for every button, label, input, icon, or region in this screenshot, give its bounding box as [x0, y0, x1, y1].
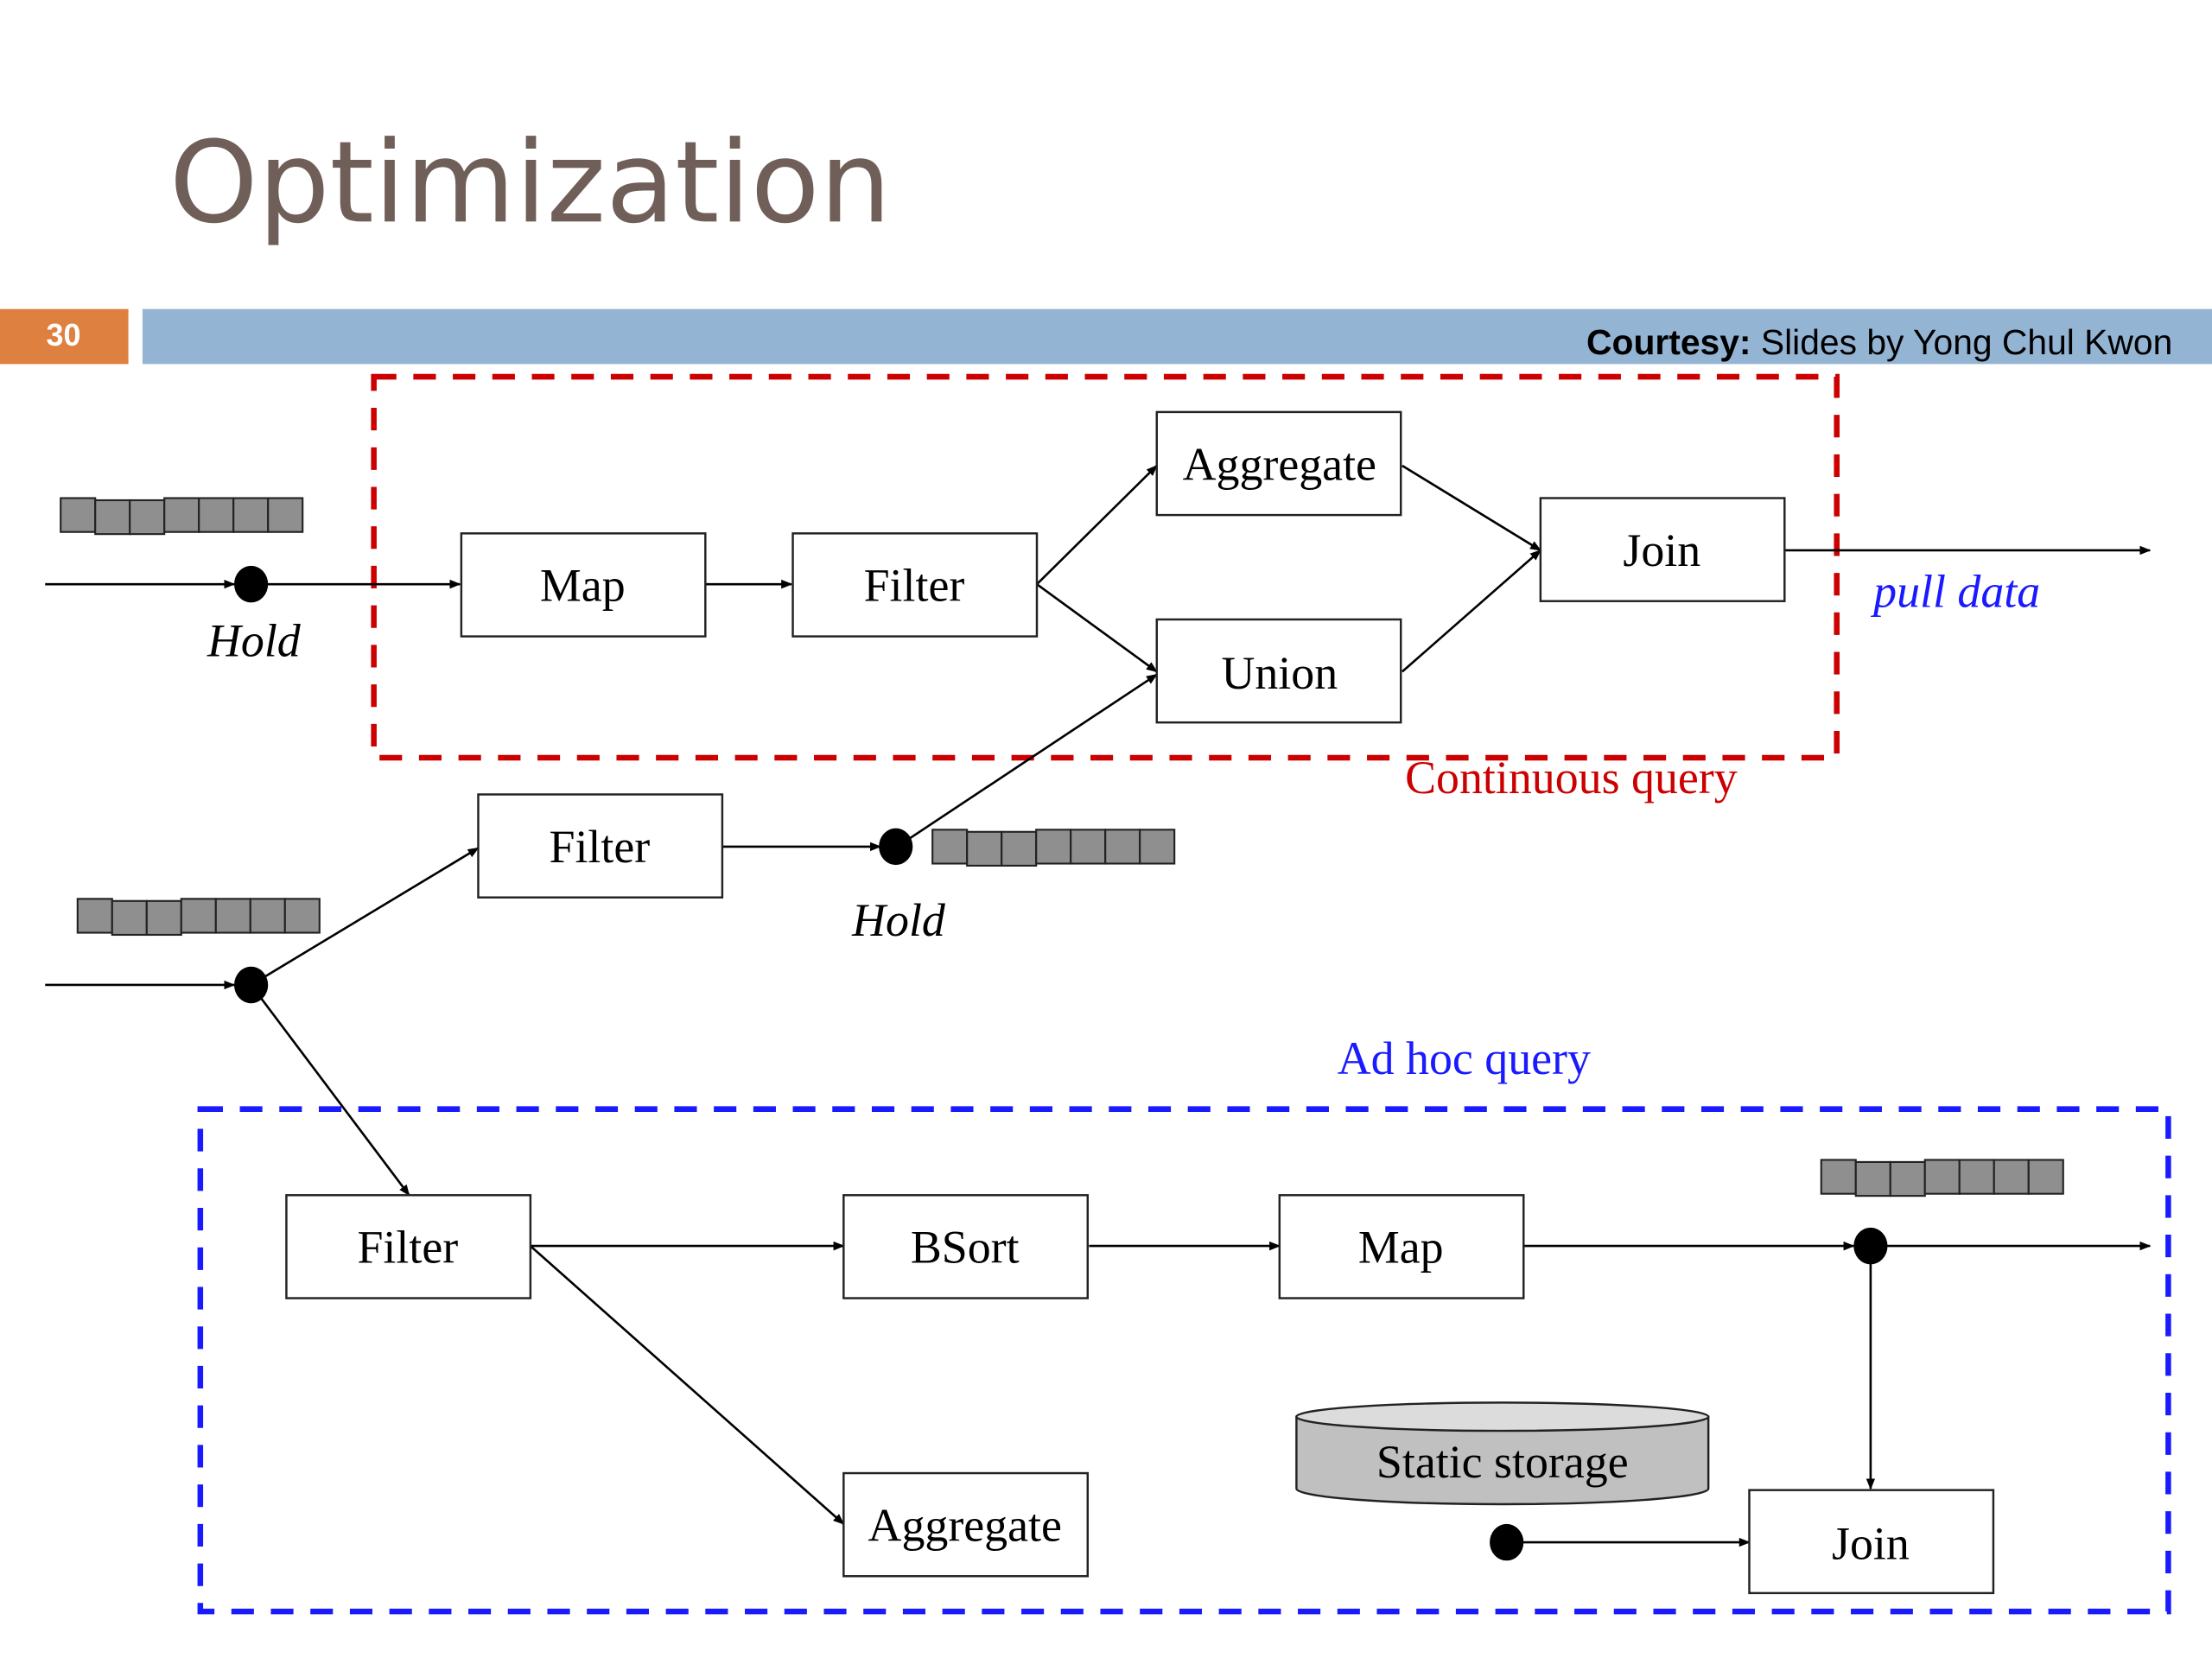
pull-data-label: pull data	[1870, 565, 2040, 617]
queue-cell	[198, 497, 235, 533]
queue-cell	[1854, 1160, 1891, 1197]
queue-cell	[94, 499, 131, 536]
op-aggregate-continuous	[1155, 410, 1402, 517]
queue-cell	[214, 898, 251, 934]
queue-cell	[76, 898, 113, 934]
queue-cell	[1139, 829, 1176, 865]
queue-cell	[1993, 1159, 2030, 1195]
hold-label-top: Hold	[207, 614, 302, 666]
queue-cell	[1889, 1160, 1926, 1197]
op-map-adhoc	[1278, 1194, 1525, 1299]
slide-title: Optimization	[169, 117, 891, 248]
op-union	[1155, 618, 1402, 724]
queue-cell	[2027, 1159, 2064, 1195]
queue-buffer-top	[60, 497, 304, 536]
queue-buffer-adhoc	[1820, 1159, 2064, 1197]
courtesy-credit: Slides by Yong Chul Kwon	[1751, 322, 2173, 362]
split-point	[234, 966, 269, 1004]
op-join-adhoc-label: Join	[1832, 1518, 1910, 1570]
edge-split-to-adhoc-filter	[250, 984, 410, 1197]
courtesy-text: Courtesy: Slides by Yong Chul Kwon	[1586, 322, 2172, 362]
continuous-query-region	[371, 373, 1840, 761]
header-bar	[142, 308, 2212, 365]
storage-top	[1295, 1401, 1710, 1432]
slide-number: 30	[46, 317, 80, 353]
queue-cell	[1035, 829, 1072, 865]
courtesy-label: Courtesy:	[1586, 322, 1751, 362]
op-aggregate-continuous-label: Aggregate	[1183, 438, 1376, 490]
op-bsort	[842, 1194, 1089, 1299]
queue-cell	[1820, 1159, 1857, 1195]
op-filter-shared	[477, 793, 724, 899]
queue-cell	[60, 497, 97, 533]
hold-point-middle	[879, 828, 913, 866]
op-filter-continuous	[791, 532, 1039, 638]
queue-cell	[966, 830, 1003, 867]
adhoc-query-label: Ad hoc query	[1338, 1032, 1591, 1084]
op-aggregate-adhoc	[842, 1471, 1089, 1578]
op-map-continuous-label: Map	[540, 560, 626, 612]
op-filter-continuous-label: Filter	[864, 560, 965, 612]
queue-cell	[163, 497, 200, 533]
edge-hold-middle-to-union	[896, 673, 1158, 848]
op-filter-shared-label: Filter	[550, 821, 651, 873]
op-filter-adhoc-label: Filter	[357, 1222, 458, 1274]
queue-cell	[931, 829, 969, 865]
edge-filter-to-aggregate	[1036, 465, 1158, 586]
queue-cell	[249, 898, 286, 934]
op-filter-adhoc	[285, 1194, 532, 1299]
continuous-query-label: Continuous query	[1405, 752, 1738, 804]
hold-point-top	[234, 565, 269, 603]
edge-split-to-filter	[250, 847, 480, 987]
edge-union-to-join	[1401, 549, 1541, 673]
hold-label-middle: Hold	[851, 894, 946, 946]
queue-cell	[1104, 829, 1141, 865]
queue-cell	[145, 899, 182, 937]
op-bsort-label: BSort	[911, 1222, 1020, 1274]
op-join-adhoc	[1748, 1489, 1995, 1595]
queue-cell	[1923, 1159, 1961, 1195]
queue-cell	[283, 898, 321, 934]
op-aggregate-adhoc-label: Aggregate	[868, 1499, 1062, 1551]
static-storage-cylinder: Static storage	[1295, 1401, 1710, 1506]
op-join-continuous-label: Join	[1623, 524, 1700, 576]
edge-filter-to-union	[1036, 583, 1158, 673]
queue-cell	[232, 497, 270, 533]
storage-body	[1295, 1415, 1710, 1506]
queue-cell	[1958, 1159, 1995, 1195]
adhoc-query-region	[197, 1106, 2171, 1615]
op-union-label: Union	[1221, 647, 1338, 699]
op-map-continuous	[460, 532, 707, 638]
queue-cell	[129, 499, 166, 536]
queue-cell	[180, 898, 217, 934]
queue-buffer-middle-right	[931, 829, 1176, 867]
static-storage-label: Static storage	[1376, 1436, 1629, 1488]
slide-number-badge	[0, 308, 129, 365]
edge-adhoc-filter-to-aggregate	[530, 1245, 845, 1525]
hold-point-adhoc	[1853, 1227, 1888, 1265]
queue-buffer-middle-left	[76, 898, 321, 937]
edge-aggregate-to-join	[1402, 464, 1541, 552]
storage-read-point	[1490, 1523, 1524, 1561]
queue-cell	[1001, 830, 1038, 867]
queue-cell	[111, 899, 148, 937]
op-map-adhoc-label: Map	[1358, 1222, 1444, 1274]
op-join-continuous	[1539, 497, 1786, 602]
queue-cell	[1070, 829, 1107, 865]
queue-cell	[267, 497, 304, 533]
